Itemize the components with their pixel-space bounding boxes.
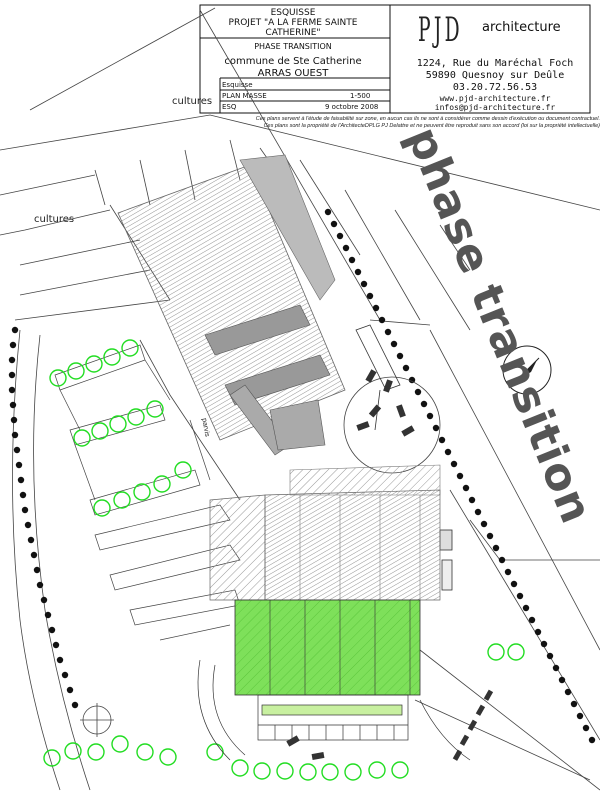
upper-building xyxy=(117,154,346,456)
boundary-dots-right xyxy=(324,208,596,744)
lower-building xyxy=(209,464,441,601)
title-block-frame xyxy=(199,4,591,114)
title-line-2: PROJET "A LA FERME SAINTE CATHERINE" xyxy=(228,18,358,38)
lower-parking xyxy=(197,659,471,761)
scale-value: 1-500 xyxy=(350,92,371,100)
vehicles xyxy=(286,369,494,761)
title-commune-block: commune de Ste Catherine ARRAS OUEST xyxy=(200,56,386,80)
plan-label: PLAN MASSE xyxy=(222,92,267,100)
title-commune: commune de Ste Catherine xyxy=(224,56,362,67)
firm-city: 59890 Quesnoy sur Deûle xyxy=(425,70,565,81)
code-label: ESQ xyxy=(222,103,237,111)
disclaimer-line-2: Ces plans sont la propriété de l'Archite… xyxy=(263,123,600,129)
firm-name: architecture xyxy=(482,20,561,35)
north-arrow-icon xyxy=(502,345,552,395)
title-phase: PHASE TRANSITION xyxy=(254,42,332,51)
title-block-heading: ESQUISSE PROJET "A LA FERME SAINTE CATHE… xyxy=(200,8,386,38)
title-location: ARRAS OUEST xyxy=(257,68,329,79)
firm-street: 1224, Rue du Maréchal Foch xyxy=(416,58,574,69)
green-zone xyxy=(234,599,421,696)
disclaimer-line-1: Ces plans servent à l'étude de faisabili… xyxy=(255,116,600,122)
parcel-lines xyxy=(0,7,600,791)
date-value: 9 octobre 2008 xyxy=(325,103,379,111)
cultures-label-left: cultures xyxy=(34,214,75,225)
firm-phone: 03.20.72.56.53 xyxy=(452,82,538,93)
doc-label: Esquisse xyxy=(222,81,253,89)
boundary-dots-left xyxy=(8,326,79,709)
cultures-label-top: cultures xyxy=(172,96,213,107)
title-line-1: ESQUISSE xyxy=(270,8,316,18)
firm-logo: PJD xyxy=(418,10,463,50)
firm-web[interactable]: www.pjd-architecture.fr xyxy=(439,94,551,103)
tree-group xyxy=(43,339,525,781)
firm-email[interactable]: infos@pjd-architecture.fr xyxy=(434,103,556,112)
